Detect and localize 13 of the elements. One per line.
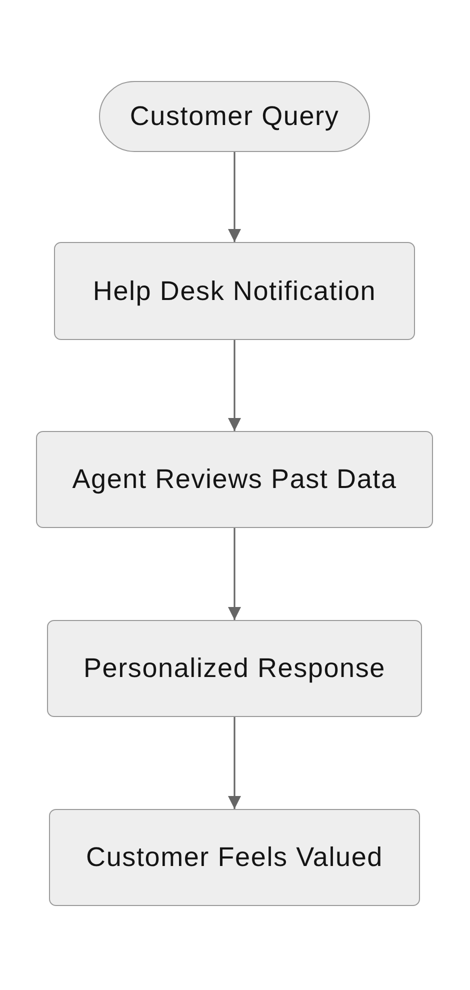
process-box	[47, 620, 422, 717]
arrow	[228, 152, 241, 242]
process-box	[49, 809, 420, 906]
process-box	[54, 242, 415, 340]
arrow	[228, 717, 241, 809]
node-label: Help Desk Notification	[92, 276, 376, 306]
node-label: Personalized Response	[84, 653, 386, 684]
arrow	[228, 340, 241, 431]
node-label: Customer Query	[130, 101, 340, 132]
node-label: Customer Feels Valued	[86, 842, 383, 873]
node-label: Agent Reviews Past Data	[72, 464, 397, 495]
process-box	[36, 431, 433, 528]
arrow	[228, 528, 241, 620]
